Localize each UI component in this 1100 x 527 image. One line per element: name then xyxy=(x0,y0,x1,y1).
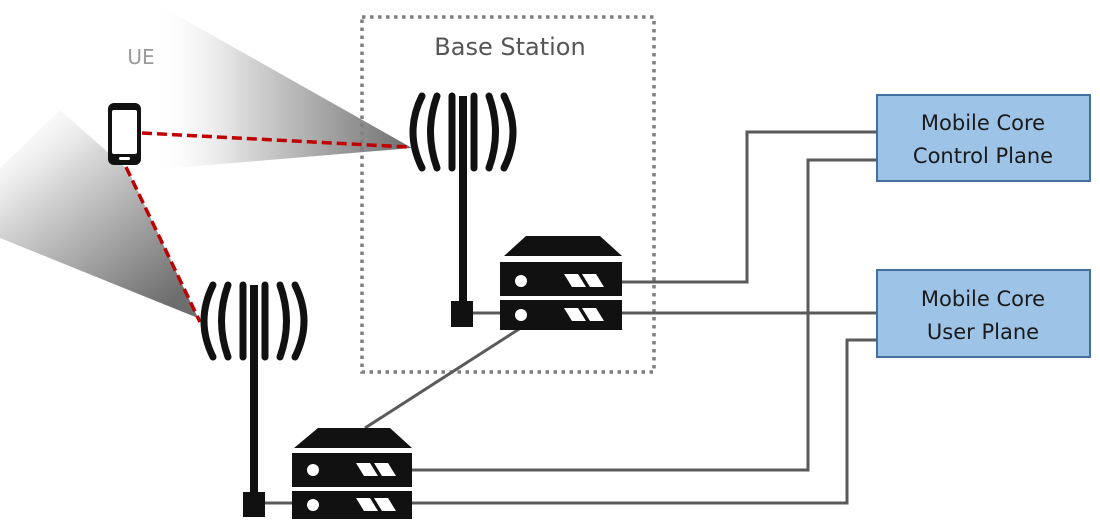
coverage-beam-small-cell xyxy=(0,110,198,318)
smartphone-icon xyxy=(108,103,141,165)
antenna-tower-icon xyxy=(409,92,517,327)
user-plane-line2: User Plane xyxy=(927,320,1039,344)
control-plane-line2: Control Plane xyxy=(913,144,1053,168)
radio-links xyxy=(124,131,409,323)
wire-bs-to-control-plane-a xyxy=(622,130,877,284)
antenna-tower-icon xyxy=(200,281,308,517)
control-plane-line1: Mobile Core xyxy=(921,111,1045,135)
server-rack-icon xyxy=(500,236,622,330)
base-station-boundary xyxy=(360,15,656,374)
ue-label: UE xyxy=(127,45,154,69)
base-station-label: Base Station xyxy=(434,33,585,61)
mobile-core-user-plane: Mobile Core User Plane xyxy=(876,269,1091,358)
wire-sc-to-control-plane-b xyxy=(410,158,877,472)
radio-link-ue-to-small-cell xyxy=(124,166,202,323)
wire-sc-to-user-plane-b xyxy=(410,338,877,505)
server-rack-icon xyxy=(292,428,412,519)
user-plane-line1: Mobile Core xyxy=(921,287,1045,311)
coverage-beam-base-station xyxy=(150,0,412,170)
wire-small-cell-to-base-station xyxy=(364,320,531,430)
mobile-core-control-plane: Mobile Core Control Plane xyxy=(876,94,1091,182)
backhaul-wires xyxy=(264,130,877,505)
